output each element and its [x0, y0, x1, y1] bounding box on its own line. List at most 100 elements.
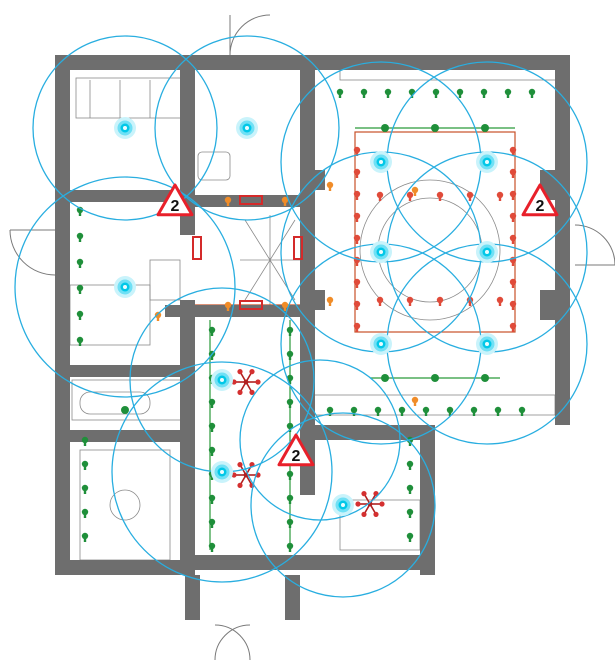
- wall-light-icon: [406, 484, 414, 494]
- wall-light-icon: [353, 278, 361, 288]
- wall-light-icon: [224, 196, 232, 206]
- warning-triangle-icon: 2: [521, 183, 559, 217]
- wall-segment: [285, 575, 300, 620]
- sensor-coverage-icon: [239, 359, 401, 521]
- warning-label: 2: [292, 448, 301, 465]
- wall-light-icon: [509, 146, 517, 156]
- sensor-icon: [476, 333, 498, 355]
- wall-light-icon: [76, 258, 84, 268]
- wall-light-icon: [411, 186, 419, 196]
- pendant-icon: [481, 124, 489, 132]
- wall-light-icon: [406, 508, 414, 518]
- wall-light-icon: [353, 300, 361, 310]
- walls: [55, 55, 570, 620]
- wall-segment: [420, 425, 435, 575]
- warning-triangle-icon: 2: [277, 433, 315, 467]
- sensor-icon: [236, 117, 258, 139]
- sensors: [114, 117, 498, 516]
- wall-light-icon: [528, 88, 536, 98]
- wall-light-icon: [208, 494, 216, 504]
- wall-segment: [55, 560, 195, 575]
- wall-light-icon: [81, 436, 89, 446]
- wall-light-icon: [286, 326, 294, 336]
- wall-segment: [195, 555, 425, 570]
- sensor-coverage-icon: [32, 35, 218, 221]
- wall-light-icon: [208, 326, 216, 336]
- wall-segment: [300, 55, 315, 495]
- wall-light-icon: [509, 212, 517, 222]
- sensor-icon: [332, 494, 354, 516]
- wall-light-icon: [208, 518, 216, 528]
- sensor-icon: [370, 333, 392, 355]
- wall-light-icon: [480, 88, 488, 98]
- wall-light-icon: [76, 310, 84, 320]
- wall-light-icon: [353, 190, 361, 200]
- fixture-icon: [293, 236, 303, 260]
- sensor-icon: [114, 117, 136, 139]
- wall-light-icon: [353, 234, 361, 244]
- wall-light-icon: [411, 396, 419, 406]
- sensor-coverage-icon: [111, 361, 333, 583]
- wall-light-icon: [509, 168, 517, 178]
- wall-segment: [555, 55, 570, 425]
- wall-light-icon: [353, 146, 361, 156]
- pendant-icon: [481, 374, 489, 382]
- sensor-icon: [476, 241, 498, 263]
- wall-light-icon: [208, 398, 216, 408]
- wall-light-icon: [336, 88, 344, 98]
- pendant-icon: [431, 124, 439, 132]
- sensor-icon: [370, 241, 392, 263]
- wall-light-icon: [326, 296, 334, 306]
- wall-segment: [55, 430, 195, 442]
- sensor-icon: [476, 151, 498, 173]
- wall-light-icon: [208, 542, 216, 552]
- wall-light-icon: [406, 191, 414, 201]
- wall-light-icon: [509, 190, 517, 200]
- wall-light-icon: [281, 301, 289, 311]
- wall-light-icon: [286, 494, 294, 504]
- wall-light-icon: [281, 196, 289, 206]
- wall-segment: [190, 195, 310, 207]
- wall-light-icon: [286, 350, 294, 360]
- sensor-coverage-icon: [250, 412, 436, 598]
- wall-light-icon: [353, 212, 361, 222]
- wall-light-icon: [353, 168, 361, 178]
- wall-light-icon: [360, 88, 368, 98]
- wall-light-icon: [286, 518, 294, 528]
- wall-segment: [55, 365, 195, 377]
- warning-label: 2: [171, 198, 180, 215]
- wall-segment: [165, 305, 310, 317]
- wall-light-icon: [374, 406, 382, 416]
- sensor-icon: [211, 369, 233, 391]
- wall-light-icon: [76, 232, 84, 242]
- wall-light-icon: [509, 278, 517, 288]
- wall-light-icon: [81, 532, 89, 542]
- wall-light-icon: [353, 322, 361, 332]
- wall-light-icon: [406, 532, 414, 542]
- wall-light-icon: [376, 296, 384, 306]
- fixture-icon: [239, 195, 263, 205]
- wall-light-icon: [208, 422, 216, 432]
- chandelier-icon: [231, 369, 261, 395]
- wall-segment: [305, 425, 435, 440]
- wall-segment: [60, 200, 70, 230]
- wall-segment: [185, 575, 200, 620]
- wall-segment: [60, 290, 70, 330]
- wall-light-icon: [432, 88, 440, 98]
- wall-light-icon: [466, 191, 474, 201]
- wall-light-icon: [76, 336, 84, 346]
- wall-light-icon: [406, 460, 414, 470]
- wall-light-icon: [398, 406, 406, 416]
- fixture-icon: [192, 236, 202, 260]
- wall-light-icon: [496, 296, 504, 306]
- wall-light-icon: [286, 398, 294, 408]
- pendant-icon: [121, 406, 129, 414]
- wall-light-icon: [376, 191, 384, 201]
- wall-segment: [300, 55, 570, 70]
- wall-segment: [310, 170, 325, 190]
- wall-light-icon: [436, 296, 444, 306]
- wall-light-icon: [518, 406, 526, 416]
- sensor-icon: [211, 461, 233, 483]
- wall-light-icon: [509, 234, 517, 244]
